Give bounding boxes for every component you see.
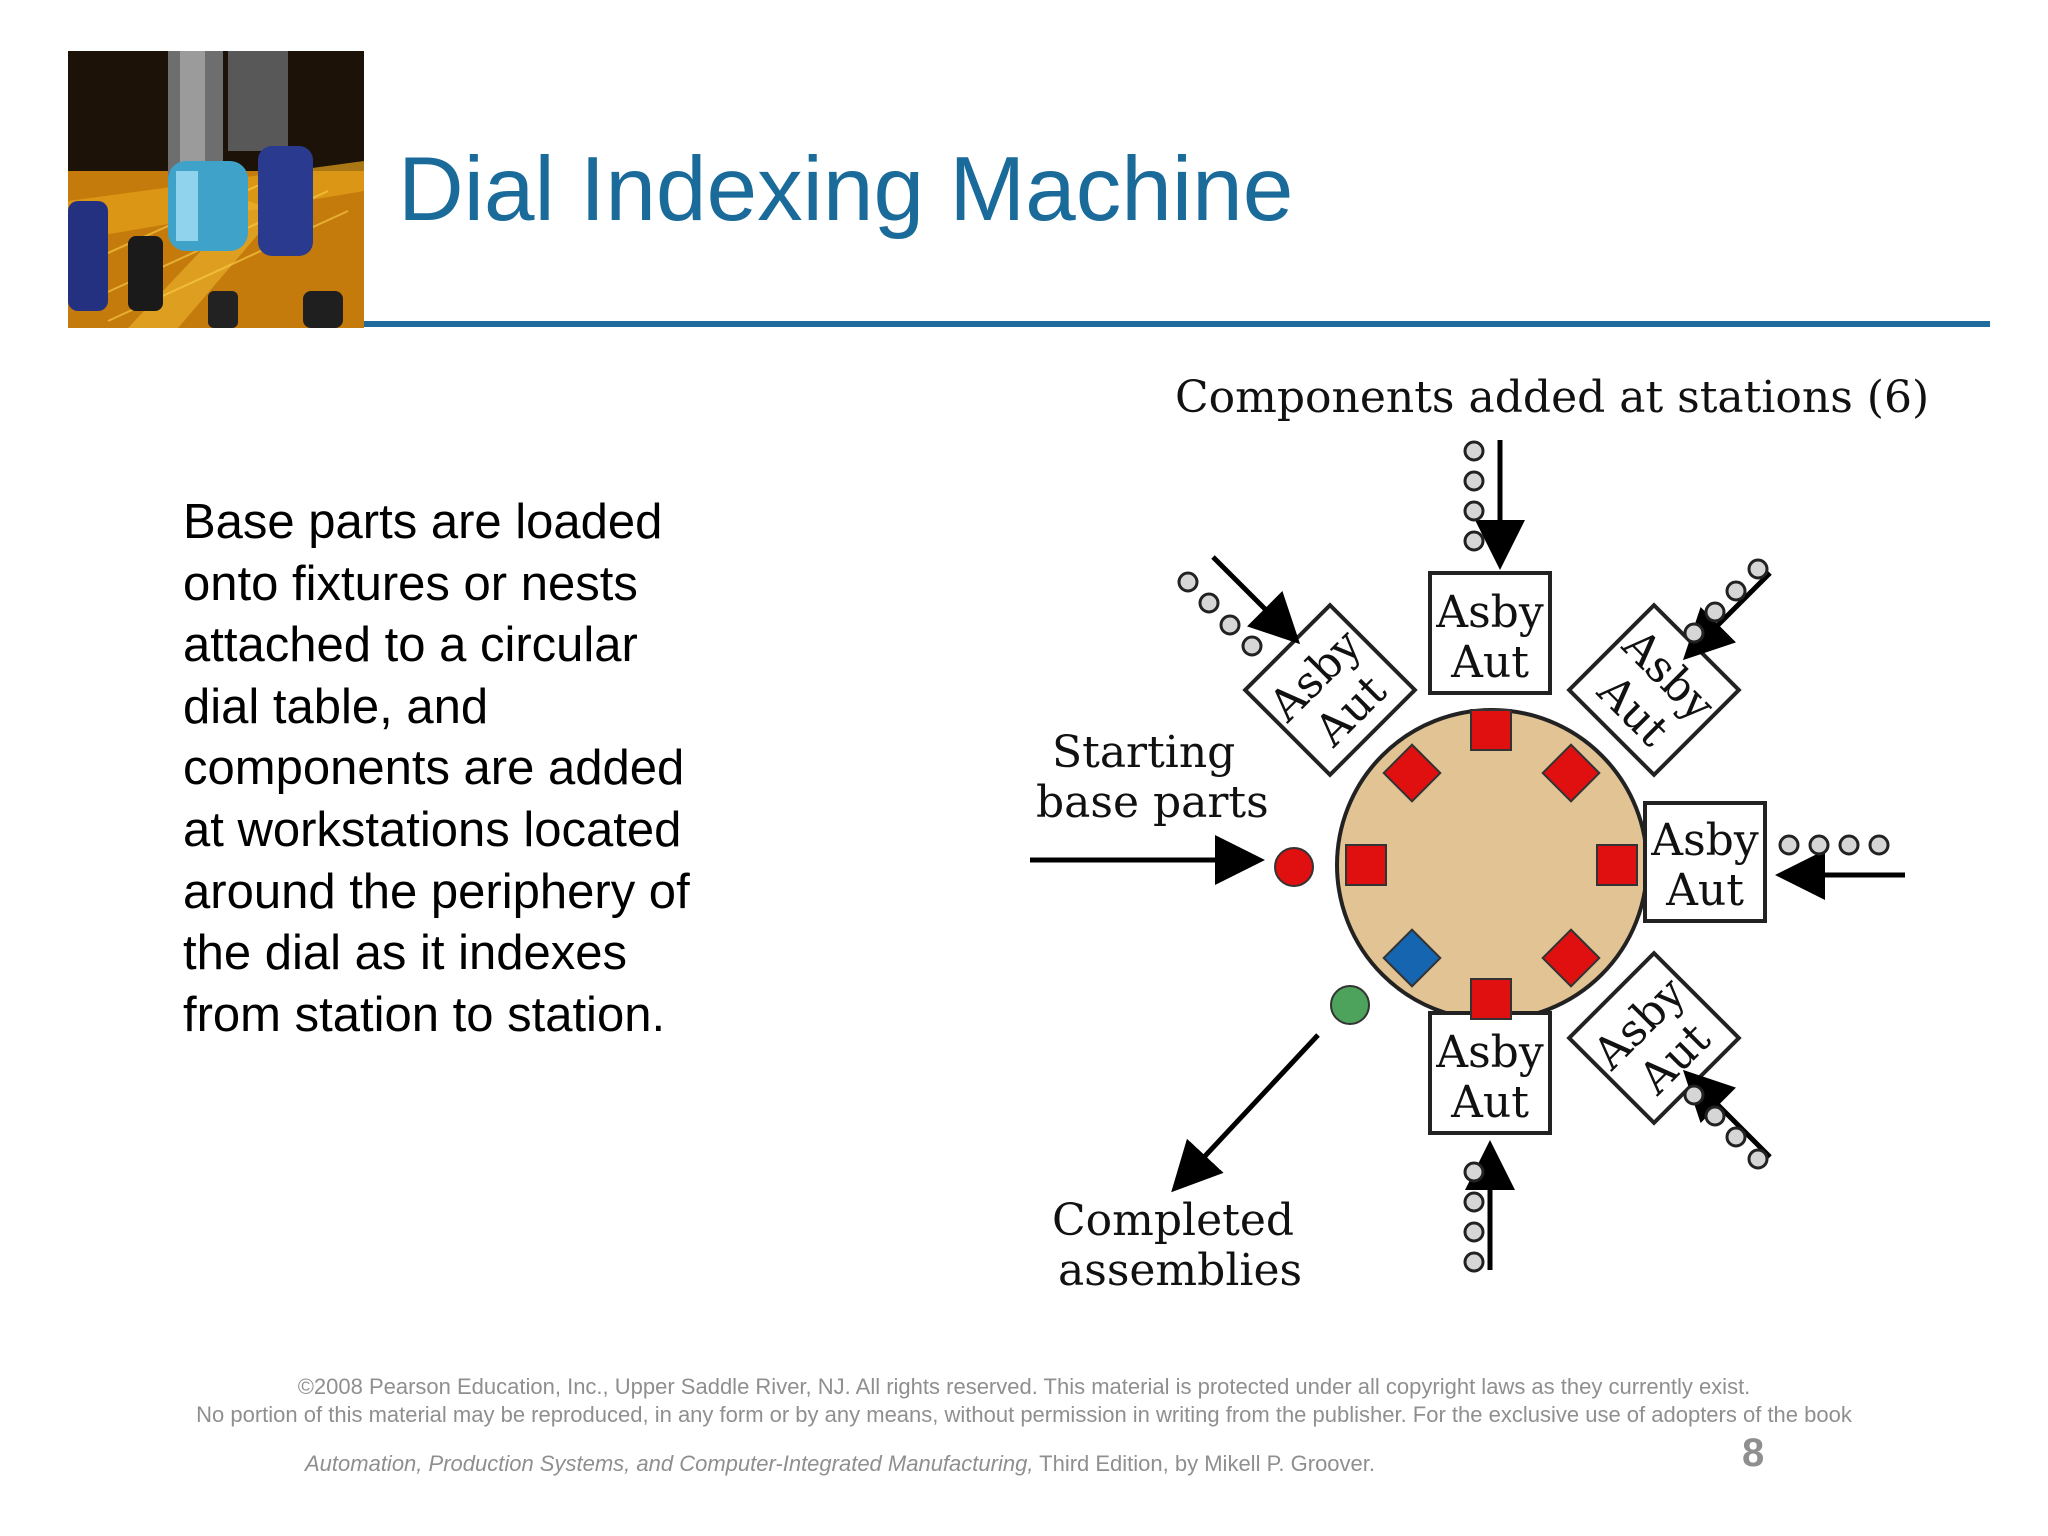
part-red	[1470, 709, 1512, 751]
part-red	[1470, 978, 1512, 1020]
header-photo	[68, 51, 364, 328]
component	[1725, 1126, 1747, 1148]
component	[1463, 1251, 1485, 1273]
component-rows	[1177, 440, 1890, 1273]
title-divider	[364, 321, 1990, 327]
component	[1463, 1161, 1485, 1183]
diagram-svg: Components added at stations (6) Asby Au…	[1030, 372, 1929, 1296]
component	[1241, 635, 1263, 657]
component	[1463, 1191, 1485, 1213]
component	[1704, 601, 1726, 623]
dial-parts	[1345, 709, 1638, 1020]
dial-indexing-diagram: Components added at stations (6) Asby Au…	[1010, 355, 1930, 1315]
station-label-line2: Aut	[1665, 865, 1744, 916]
body-line: around the periphery of	[183, 864, 690, 919]
copyright-line-1: ©2008 Pearson Education, Inc., Upper Sad…	[297, 1374, 1751, 1399]
component	[1704, 1105, 1726, 1127]
part-red	[1541, 928, 1601, 988]
body-line: dial table, and	[183, 679, 489, 734]
body-line: the dial as it indexes	[183, 926, 627, 981]
part-red	[1596, 844, 1638, 886]
completed-part	[1330, 985, 1370, 1025]
book-citation: Automation, Production Systems, and Comp…	[305, 1451, 1375, 1477]
top-label: Components added at stations (6)	[1175, 372, 1929, 423]
component	[1198, 592, 1220, 614]
component	[1868, 834, 1890, 856]
component	[1747, 1148, 1769, 1170]
component	[1463, 470, 1485, 492]
completed-arrow	[1171, 1033, 1320, 1193]
starting-label: Starting base parts	[1036, 727, 1269, 828]
component	[1683, 1084, 1705, 1106]
station-upper-left: Asby Aut	[1242, 602, 1418, 778]
part-red	[1541, 743, 1601, 803]
station-top: Asby Aut	[1428, 571, 1552, 695]
copyright-line-2: No portion of this material may be repro…	[196, 1402, 1852, 1427]
body-line: Base parts are loaded	[183, 495, 663, 549]
component	[1463, 500, 1485, 522]
body-line: at workstations located	[183, 802, 682, 857]
page-number: 8	[1742, 1431, 1765, 1475]
component	[1463, 440, 1485, 462]
body-line: onto fixtures or nests	[183, 556, 638, 611]
book-edition: Third Edition, by Mikell P. Groover.	[1033, 1451, 1375, 1476]
station-label-line2: Aut	[1450, 637, 1529, 688]
completed-label: Completed assemblies	[1052, 1195, 1308, 1296]
starting-part	[1274, 847, 1314, 887]
body-line: from station to station.	[183, 987, 666, 1042]
part-red	[1345, 844, 1387, 886]
book-title: Automation, Production Systems, and Comp…	[305, 1451, 1034, 1476]
station-bottom: Asby Aut	[1428, 1011, 1552, 1135]
component	[1463, 530, 1485, 552]
body-text: Base parts are loaded onto fixtures or n…	[183, 492, 783, 1046]
feed-arrow-upper-right	[1682, 571, 1772, 661]
station-label-line1: Asby	[1435, 1027, 1544, 1078]
body-line: attached to a circular	[183, 618, 638, 673]
component	[1463, 1221, 1485, 1243]
station-label-line2: Aut	[1450, 1077, 1529, 1128]
slide-title: Dial Indexing Machine	[398, 139, 1294, 240]
component	[1838, 834, 1860, 856]
component	[1747, 558, 1769, 580]
component	[1778, 834, 1800, 856]
station-label-line1: Asby	[1650, 815, 1759, 866]
part-red	[1382, 743, 1442, 803]
body-line: components are added	[183, 741, 685, 796]
feed-arrow-upper-left	[1211, 555, 1301, 645]
station-label-line1: Asby	[1435, 587, 1544, 638]
component	[1808, 834, 1830, 856]
part-blue	[1382, 928, 1442, 988]
component	[1683, 622, 1705, 644]
station-right: Asby Aut	[1643, 801, 1767, 923]
component	[1725, 580, 1747, 602]
component	[1177, 571, 1199, 593]
component	[1219, 614, 1241, 636]
